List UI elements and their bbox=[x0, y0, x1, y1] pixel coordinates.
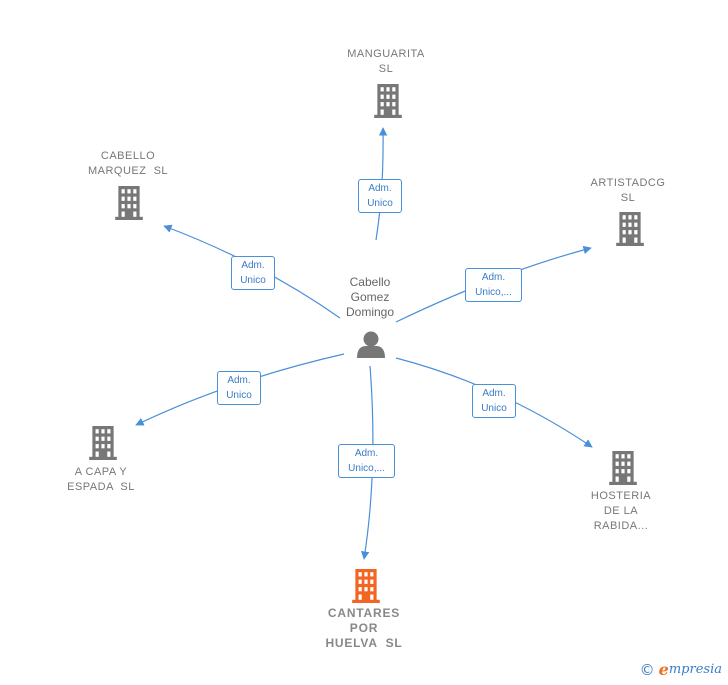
role-label-line: Adm. bbox=[481, 272, 506, 283]
role-label-line: Adm. bbox=[354, 448, 379, 459]
company-label-line: SL bbox=[378, 63, 394, 75]
role-label-line: Unico bbox=[240, 275, 266, 286]
company-label-line: DE LA bbox=[603, 505, 639, 517]
company-label-artistadcg[interactable]: ARTISTADCG SL bbox=[578, 176, 678, 206]
role-label-artistadcg: Adm. Unico,... bbox=[465, 268, 522, 302]
company-label-line: ARTISTADCG bbox=[590, 177, 666, 189]
person-label-line: Gomez bbox=[350, 290, 390, 304]
company-label-line: POR bbox=[349, 621, 379, 635]
role-label-line: Adm. bbox=[368, 183, 392, 194]
company-label-line: MANGUARITA bbox=[347, 48, 425, 60]
role-label-line: Unico bbox=[226, 390, 252, 401]
role-label-line: Unico bbox=[481, 403, 507, 414]
company-label-cabello-marquez[interactable]: CABELLO MARQUEZ SL bbox=[78, 149, 178, 179]
copyright-icon: © bbox=[639, 660, 655, 679]
role-label-cantares: Adm. Unico,... bbox=[338, 444, 395, 478]
role-label-line: Adm. bbox=[227, 375, 251, 386]
brand-name: mpresia bbox=[668, 662, 722, 677]
company-label-line: RABIDA... bbox=[593, 520, 649, 532]
person-label-line: Domingo bbox=[345, 305, 395, 319]
company-label-line: ESPADA SL bbox=[67, 481, 135, 493]
role-label-line: Unico bbox=[367, 198, 393, 209]
building-icon[interactable] bbox=[115, 186, 143, 220]
company-label-line: HUELVA SL bbox=[325, 636, 403, 650]
role-label-a-capa-y-espada: Adm. Unico bbox=[217, 371, 261, 405]
role-label-hosteria: Adm. Unico bbox=[472, 384, 516, 418]
company-label-line: HOSTERIA bbox=[590, 490, 652, 502]
person-label-line: Cabello bbox=[349, 275, 391, 289]
building-icon[interactable] bbox=[89, 426, 117, 460]
building-icon[interactable] bbox=[616, 212, 644, 246]
role-label-line: Unico,... bbox=[348, 463, 385, 474]
company-label-line: SL bbox=[620, 192, 636, 204]
role-label-line: Adm. bbox=[241, 260, 265, 271]
role-label-line: Adm. bbox=[482, 388, 506, 399]
role-label-line: Unico,... bbox=[475, 287, 512, 298]
company-label-line: A CAPA Y bbox=[74, 466, 128, 478]
role-label-manguarita: Adm. Unico bbox=[358, 179, 402, 213]
company-label-hosteria[interactable]: HOSTERIA DE LA RABIDA... bbox=[571, 489, 671, 534]
building-icon[interactable] bbox=[374, 84, 402, 118]
company-label-line: CABELLO bbox=[100, 150, 156, 162]
company-label-line: MARQUEZ SL bbox=[87, 165, 169, 177]
company-label-manguarita[interactable]: MANGUARITA SL bbox=[336, 47, 436, 77]
person-icon[interactable] bbox=[357, 331, 385, 359]
company-label-line: CANTARES bbox=[327, 606, 401, 620]
building-icon[interactable] bbox=[352, 569, 380, 603]
building-icon[interactable] bbox=[609, 451, 637, 485]
role-label-cabello-marquez: Adm. Unico bbox=[231, 256, 275, 290]
brand-initial: e bbox=[658, 660, 669, 679]
company-label-a-capa-y-espada[interactable]: A CAPA Y ESPADA SL bbox=[51, 465, 151, 495]
brand-footer: © e mpresia bbox=[640, 660, 722, 679]
